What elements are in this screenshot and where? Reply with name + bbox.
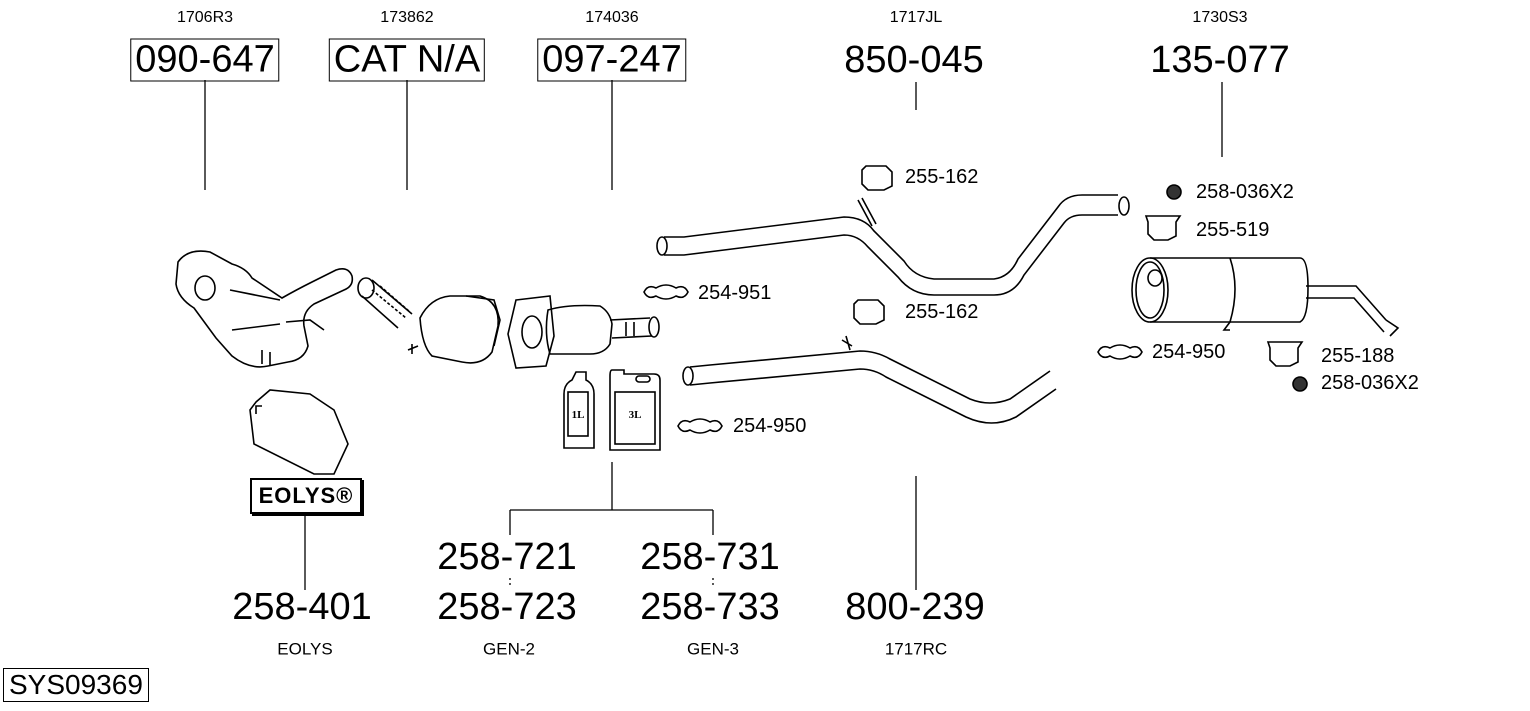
ref-label: EOLYS: [277, 639, 333, 659]
ref-label: 1717JL: [889, 9, 943, 26]
clamp-icon: [677, 418, 723, 434]
fitting-label[interactable]: 255-188: [1321, 345, 1395, 367]
nut-icon: [1166, 184, 1182, 200]
rear-silencer-135-077: [1131, 257, 1400, 337]
fitting-label[interactable]: 255-162: [905, 166, 979, 188]
clamp-icon: [1097, 344, 1143, 360]
system-id: SYS09369: [3, 668, 149, 702]
intermediate-pipe-850-045: [656, 194, 1130, 296]
fitting-label[interactable]: 254-950: [733, 415, 807, 437]
part-number[interactable]: CAT N/A: [328, 38, 486, 82]
front-pipe-800-239: [682, 335, 1057, 424]
part-number[interactable]: 097-247: [537, 38, 687, 82]
leader-lines: [204, 80, 1223, 590]
fitting-label[interactable]: 255-519: [1196, 219, 1270, 241]
part-number[interactable]: 258-401: [232, 586, 372, 628]
bottle-label-1l: 1L: [572, 409, 585, 421]
dpf-097-247: [507, 295, 660, 369]
manifold-catalyst-090-647: [175, 250, 354, 368]
fitting-label[interactable]: 258-036X2: [1196, 181, 1294, 203]
fittings-icons: [643, 165, 1308, 434]
fitting-label[interactable]: 258-036X2: [1321, 372, 1419, 394]
part-number[interactable]: 135-077: [1150, 39, 1290, 81]
part-number[interactable]: 258-721: [437, 536, 577, 578]
ref-label: 174036: [585, 9, 639, 26]
part-number-alt[interactable]: 258-723: [437, 586, 577, 628]
part-number[interactable]: 090-647: [130, 38, 280, 82]
part-number[interactable]: 258-731: [640, 536, 780, 578]
eolys-reservoir: [249, 389, 349, 475]
bottle-label-3l: 3L: [629, 409, 642, 421]
fluid-bottle-1l: [563, 371, 595, 449]
clamp-icon: [643, 284, 689, 300]
eolys-logo: EOLYS®: [250, 478, 362, 514]
hanger-icon: [1266, 341, 1304, 367]
fitting-label[interactable]: 254-950: [1152, 341, 1226, 363]
ref-label: 1717RC: [884, 639, 948, 659]
fitting-label[interactable]: 255-162: [905, 301, 979, 323]
part-number[interactable]: 850-045: [844, 39, 984, 81]
ref-label: 1730S3: [1192, 9, 1248, 26]
part-number[interactable]: 800-239: [845, 586, 985, 628]
nut-icon: [1292, 376, 1308, 392]
ref-label: GEN-2: [483, 639, 535, 659]
hanger-icon: [1144, 215, 1182, 241]
fitting-label[interactable]: 254-951: [698, 282, 772, 304]
ref-label: 1706R3: [176, 9, 234, 26]
flexible-pipe-cat: [357, 277, 501, 364]
eolys-logo-text: EOLYS®: [258, 483, 354, 508]
ref-label: 173862: [380, 9, 434, 26]
fluid-canister-3l: [609, 369, 661, 451]
part-number-alt[interactable]: 258-733: [640, 586, 780, 628]
hanger-icon: [853, 299, 885, 325]
ref-label: GEN-3: [687, 639, 739, 659]
hanger-icon: [861, 165, 893, 191]
